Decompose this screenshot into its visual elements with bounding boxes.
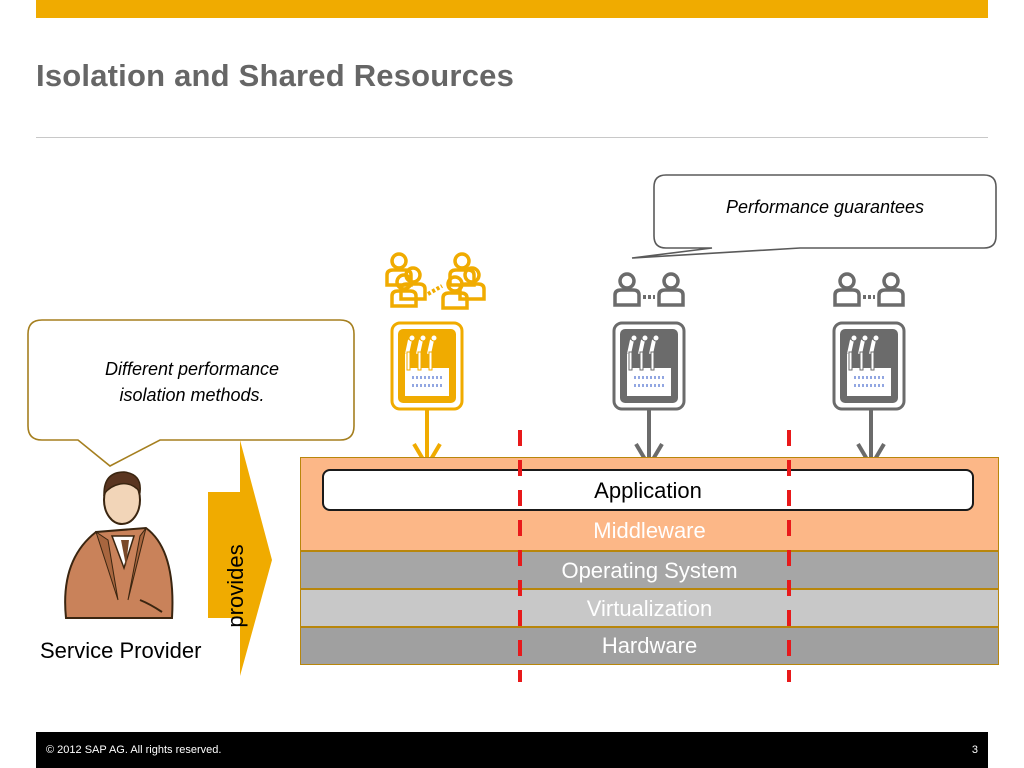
isolation-callout-line-1: Different performance (104, 359, 280, 379)
tenant-gold-users-icon (385, 252, 486, 310)
tenant-3-factory-icon (832, 321, 906, 411)
isolation-callout-line-2: isolation methods. (119, 385, 265, 405)
copyright-text: © 2012 SAP AG. All rights reserved. (46, 744, 222, 756)
isolation-callout (27, 319, 355, 467)
title-divider (36, 137, 988, 138)
footer-bar: © 2012 SAP AG. All rights reserved. 3 (36, 732, 988, 768)
top-accent-bar (36, 0, 988, 18)
page-title: Isolation and Shared Resources (36, 58, 515, 93)
tenant-gold-factory-icon (390, 321, 464, 411)
service-provider-label: Service Provider (40, 638, 202, 663)
application-layer: Application (322, 469, 974, 511)
tenant-2-users-icon (615, 274, 683, 305)
tenant-2-factory-icon (612, 321, 686, 411)
virtualization-layer: Virtualization (300, 589, 999, 627)
hardware-layer: Hardware (300, 627, 999, 665)
operating-system-layer: Operating System (300, 551, 999, 589)
middleware-label: Middleware (593, 518, 706, 543)
tenant-3-users-icon (835, 274, 903, 305)
isolation-callout-text: Different performance isolation methods. (34, 356, 350, 408)
performance-callout (631, 174, 997, 259)
provides-arrow (208, 440, 272, 676)
businessman-icon (64, 471, 174, 619)
page-number: 3 (971, 744, 978, 756)
performance-callout-text: Performance guarantees (725, 197, 925, 217)
provides-label: provides (223, 544, 248, 628)
